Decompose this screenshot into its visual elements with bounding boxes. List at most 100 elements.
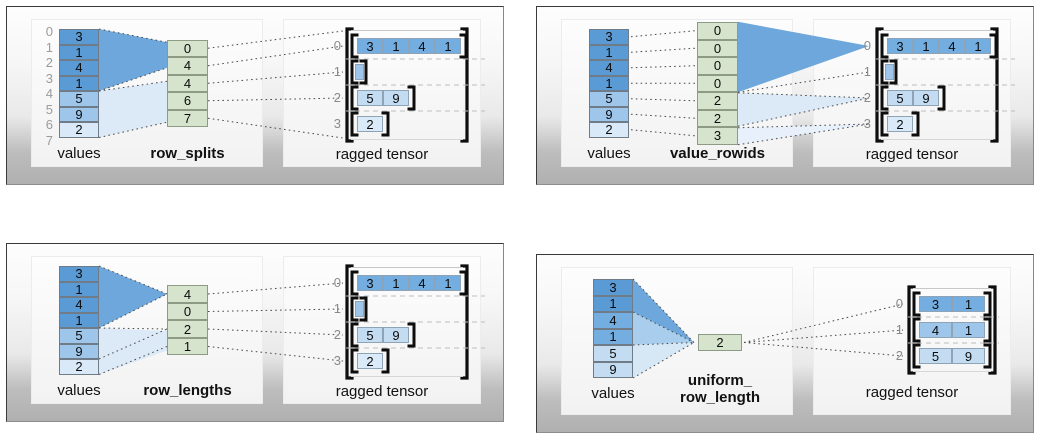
encoding-cell: 3 [697, 127, 738, 145]
values-cell: 5 [59, 328, 99, 344]
ragged-cell: 1 [435, 275, 461, 291]
ragged-row-label: 2 [333, 327, 341, 342]
bracket-icon [912, 317, 992, 343]
values-index-label: 5 [45, 101, 53, 117]
values-cell: 4 [59, 297, 99, 313]
values-cell: 1 [593, 295, 633, 312]
connector-overlay-value-rowids [630, 21, 1015, 146]
values-cell: 1 [59, 75, 99, 91]
ragged-cell: 5 [887, 90, 913, 106]
values-index-label: 4 [45, 86, 53, 101]
values-index-label: 2 [45, 55, 53, 70]
ragged-row-label: 3 [333, 116, 341, 131]
caption-values-uniform-row-length: values [591, 385, 635, 402]
ragged-cell: 5 [357, 327, 383, 343]
ragged-empty-cell [355, 301, 364, 317]
ragged-row-label: 3 [863, 116, 871, 131]
ragged-row-label: 0 [333, 275, 341, 290]
values-cell: 3 [589, 29, 629, 45]
ragged-cell: 9 [952, 348, 985, 364]
caption-ragged-uniform-row-length: ragged tensor [865, 384, 959, 401]
values-cell: 4 [59, 60, 99, 76]
bracket-icon [350, 59, 368, 85]
ragged-cell: 2 [357, 353, 383, 369]
bracket-icon [880, 59, 898, 85]
encoding-cell: 4 [167, 285, 208, 303]
caption-encoding-row-splits: row_splits [150, 144, 225, 162]
caption-ragged-row-splits: ragged tensor [335, 146, 429, 163]
values-cell: 4 [589, 60, 629, 76]
ragged-cell: 1 [952, 322, 985, 338]
caption-ragged-value-rowids: ragged tensor [865, 146, 959, 163]
values-cell: 3 [593, 279, 633, 296]
values-cell: 5 [593, 345, 633, 362]
encoding-cell: 0 [697, 74, 738, 92]
encoding-cell: 1 [167, 337, 208, 356]
values-cell: 2 [59, 122, 99, 138]
values-cell: 1 [59, 281, 99, 297]
caption-encoding-value-rowids: value_rowids [669, 144, 766, 162]
bracket-icon [880, 111, 920, 137]
values-cell: 9 [589, 106, 629, 122]
encoding-cell: 2 [167, 320, 208, 338]
connector-overlay-uniform-row-length [632, 278, 999, 379]
values-index-label: 1 [45, 39, 53, 55]
encoding-cell: 2 [697, 109, 738, 127]
ragged-cell: 1 [913, 38, 939, 54]
values-index-label: 7 [45, 132, 53, 148]
caption-values-row-splits: values [57, 144, 101, 162]
values-index-label: 0 [45, 24, 53, 39]
bracket-icon [912, 343, 992, 369]
encoding-cell: 4 [167, 74, 208, 92]
ragged-cell: 1 [435, 38, 461, 54]
ragged-cell: 4 [919, 322, 952, 338]
ragged-row-label: 2 [863, 90, 871, 105]
values-cell: 2 [59, 359, 99, 375]
ragged-row-label: 3 [333, 353, 341, 368]
encoding-cell: 2 [698, 334, 742, 351]
ragged-row-label: 0 [863, 38, 871, 53]
values-cell: 4 [593, 312, 633, 329]
values-cell: 9 [59, 106, 99, 122]
ragged-row-label: 1 [333, 301, 341, 316]
bracket-icon [880, 33, 998, 59]
values-cell: 5 [59, 91, 99, 107]
caption-encoding-uniform-row-length: uniform_ row_length [679, 372, 760, 406]
values-cell: 9 [59, 343, 99, 359]
values-cell: 1 [59, 312, 99, 328]
ragged-cell: 1 [383, 275, 409, 291]
bracket-icon [350, 348, 390, 374]
ragged-row-label: 2 [333, 90, 341, 105]
ragged-row-label: 1 [333, 64, 341, 79]
bracket-icon [350, 270, 468, 296]
ragged-empty-cell [355, 64, 364, 80]
ragged-cell: 9 [913, 90, 939, 106]
ragged-row-label: 0 [895, 296, 903, 311]
connector-overlay-row-splits [98, 27, 485, 143]
values-cell: 5 [589, 91, 629, 107]
bracket-icon [350, 33, 468, 59]
caption-encoding-row-lengths: row_lengths [143, 381, 232, 399]
ragged-cell: 4 [939, 38, 965, 54]
values-index-label: 3 [45, 70, 53, 86]
ragged-cell: 1 [383, 38, 409, 54]
bracket-icon [880, 85, 946, 111]
bracket-icon [912, 291, 992, 317]
ragged-cell: 2 [887, 116, 913, 132]
ragged-cell: 3 [919, 296, 952, 312]
encoding-cell: 7 [167, 109, 208, 127]
values-cell: 1 [59, 44, 99, 60]
encoding-cell: 0 [697, 39, 738, 57]
ragged-cell: 9 [383, 327, 409, 343]
ragged-cell: 5 [919, 348, 952, 364]
values-cell: 9 [593, 361, 633, 378]
bracket-icon [350, 322, 416, 348]
values-cell: 3 [59, 29, 99, 45]
connector-overlay-row-lengths [98, 264, 485, 380]
bracket-icon [907, 285, 997, 375]
ragged-row-label: 1 [863, 64, 871, 79]
encoding-cell: 4 [167, 57, 208, 75]
